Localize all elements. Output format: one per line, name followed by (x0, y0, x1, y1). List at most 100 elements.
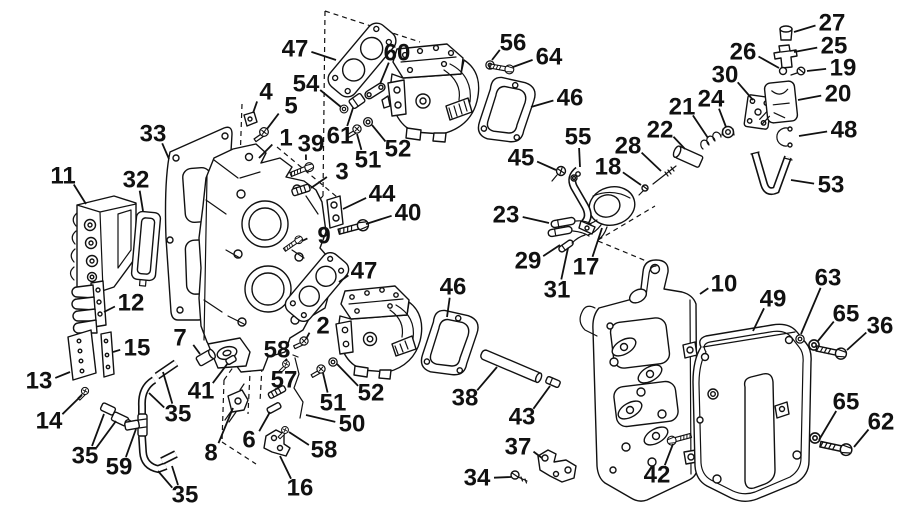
leader-line-11 (73, 184, 87, 205)
part-label-60: 60 (384, 40, 411, 67)
leader-line-35 (171, 465, 179, 486)
leader-line-61 (346, 107, 354, 127)
part-label-31: 31 (544, 277, 571, 304)
part-label-19: 19 (830, 55, 857, 82)
part-label-32: 32 (123, 167, 150, 194)
reed-retainer-strip (100, 331, 115, 378)
part-label-41: 41 (188, 378, 215, 405)
alignment-dash (221, 379, 225, 443)
part-label-4: 4 (259, 79, 273, 106)
elbow-fitting (224, 383, 249, 423)
reed-valve-housing (69, 195, 137, 292)
part-label-40: 40 (395, 200, 422, 227)
nut (328, 357, 338, 367)
alignment-dash (221, 441, 257, 465)
primer-valve-body (759, 80, 799, 125)
leader-line-5 (266, 113, 280, 130)
part-label-50: 50 (339, 411, 366, 438)
leader-line-20 (797, 94, 822, 101)
part-label-65: 65 (833, 389, 860, 416)
retainer-clip (243, 111, 258, 127)
part-label-45: 45 (508, 145, 535, 172)
leader-line-36 (846, 331, 867, 351)
part-label-65: 65 (833, 301, 860, 328)
leader-line-42 (663, 443, 674, 466)
leader-line-51 (356, 133, 363, 151)
leader-line-7 (192, 344, 201, 355)
leader-line-31 (560, 247, 569, 280)
wire-terminals (547, 216, 592, 253)
leader-line-24 (718, 108, 727, 128)
leader-line-54 (319, 89, 342, 108)
leader-line-16 (279, 455, 292, 480)
part-label-47: 47 (351, 258, 378, 285)
leader-line-29 (542, 244, 561, 257)
primer-hose (750, 151, 793, 196)
part-label-63: 63 (815, 265, 842, 292)
carb-gasket-upper-left (327, 22, 397, 98)
part-label-29: 29 (515, 248, 542, 275)
leader-line-56 (491, 49, 501, 61)
part-label-49: 49 (760, 286, 787, 313)
part-label-64: 64 (536, 44, 563, 71)
part-label-33: 33 (140, 121, 167, 148)
leader-line-65 (817, 321, 835, 342)
leader-line-55 (578, 147, 581, 168)
reed-gasket (130, 210, 162, 287)
part-label-20: 20 (825, 81, 852, 108)
part-label-18: 18 (595, 154, 622, 181)
part-label-39: 39 (298, 131, 325, 158)
leader-line-63 (800, 287, 822, 335)
bracket-screw (551, 165, 578, 182)
part-label-12: 12 (118, 290, 145, 317)
part-label-62: 62 (868, 409, 895, 436)
part-label-37: 37 (505, 434, 532, 461)
leader-line-35 (148, 392, 165, 409)
choke-rod (292, 354, 304, 419)
leader-line-51 (322, 372, 329, 393)
leader-line-48 (798, 130, 828, 137)
reed-plate (67, 329, 97, 381)
part-label-47: 47 (282, 36, 309, 63)
leader-line-33 (161, 142, 170, 160)
part-label-43: 43 (509, 404, 536, 431)
pin (545, 375, 561, 389)
leader-line-53 (790, 179, 815, 185)
washer (809, 432, 821, 444)
part-label-26: 26 (730, 39, 757, 66)
part-label-52: 52 (385, 136, 412, 163)
leader-line-58 (284, 358, 288, 362)
leader-line-21 (692, 114, 709, 139)
part-label-22: 22 (647, 117, 674, 144)
part-label-23: 23 (493, 202, 520, 229)
part-label-16: 16 (287, 475, 314, 502)
dowel (225, 354, 237, 366)
primer-screw (790, 66, 806, 76)
part-label-55: 55 (565, 124, 592, 151)
primer-stem-fitting (773, 44, 798, 69)
leader-line-64 (512, 59, 533, 68)
hex-nut (721, 125, 735, 139)
part-label-51: 51 (355, 147, 382, 174)
leader-line-40 (365, 214, 392, 225)
part-label-38: 38 (452, 385, 479, 412)
leader-line-52 (371, 124, 387, 143)
dowel (266, 402, 282, 414)
leader-line-22 (672, 136, 686, 150)
part-label-8: 8 (204, 440, 217, 467)
leader-line-1 (258, 143, 273, 159)
lower-bracket (537, 449, 577, 483)
carb-gasket-lower-left (284, 251, 350, 323)
part-label-51: 51 (320, 390, 347, 417)
leader-line-6 (258, 411, 271, 432)
needle (652, 165, 677, 185)
tee-fitting (124, 413, 148, 437)
part-label-6: 6 (242, 427, 255, 454)
leader-line-60 (379, 62, 390, 85)
part-label-30: 30 (712, 62, 739, 89)
leader-line-4 (252, 101, 258, 114)
leader-line-8 (217, 407, 234, 444)
leader-line-34 (493, 476, 512, 479)
